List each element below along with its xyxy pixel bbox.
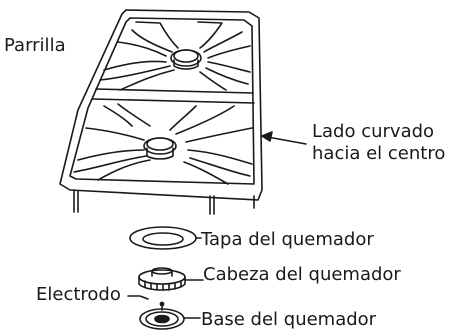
burner-cap-icon [129, 226, 202, 250]
burner-cap-label: Tapa del quemador [201, 229, 374, 250]
burner-head-label: Cabeza del quemador [203, 264, 401, 285]
grate-inner-frame [69, 17, 255, 185]
grate-feet [73, 189, 255, 215]
curved-side-arrow [261, 131, 307, 145]
grate-outer-frame [59, 9, 263, 201]
curved-side-label: Lado curvado hacia el centro [312, 121, 445, 165]
grate-label: Parrilla [4, 35, 66, 56]
burner-base-label: Base del quemador [201, 309, 377, 330]
grate-bottom-section [73, 103, 253, 185]
grate-top-section [99, 21, 251, 91]
burner-head-icon [138, 267, 204, 291]
burner-base-icon [139, 301, 201, 330]
electrode-label: Electrodo [36, 284, 121, 305]
grate-center-bar [92, 88, 255, 104]
curved-side-label-line1: Lado curvado [312, 121, 435, 142]
electrode-pointer [127, 295, 149, 300]
curved-side-label-line2: hacia el centro [312, 143, 446, 164]
